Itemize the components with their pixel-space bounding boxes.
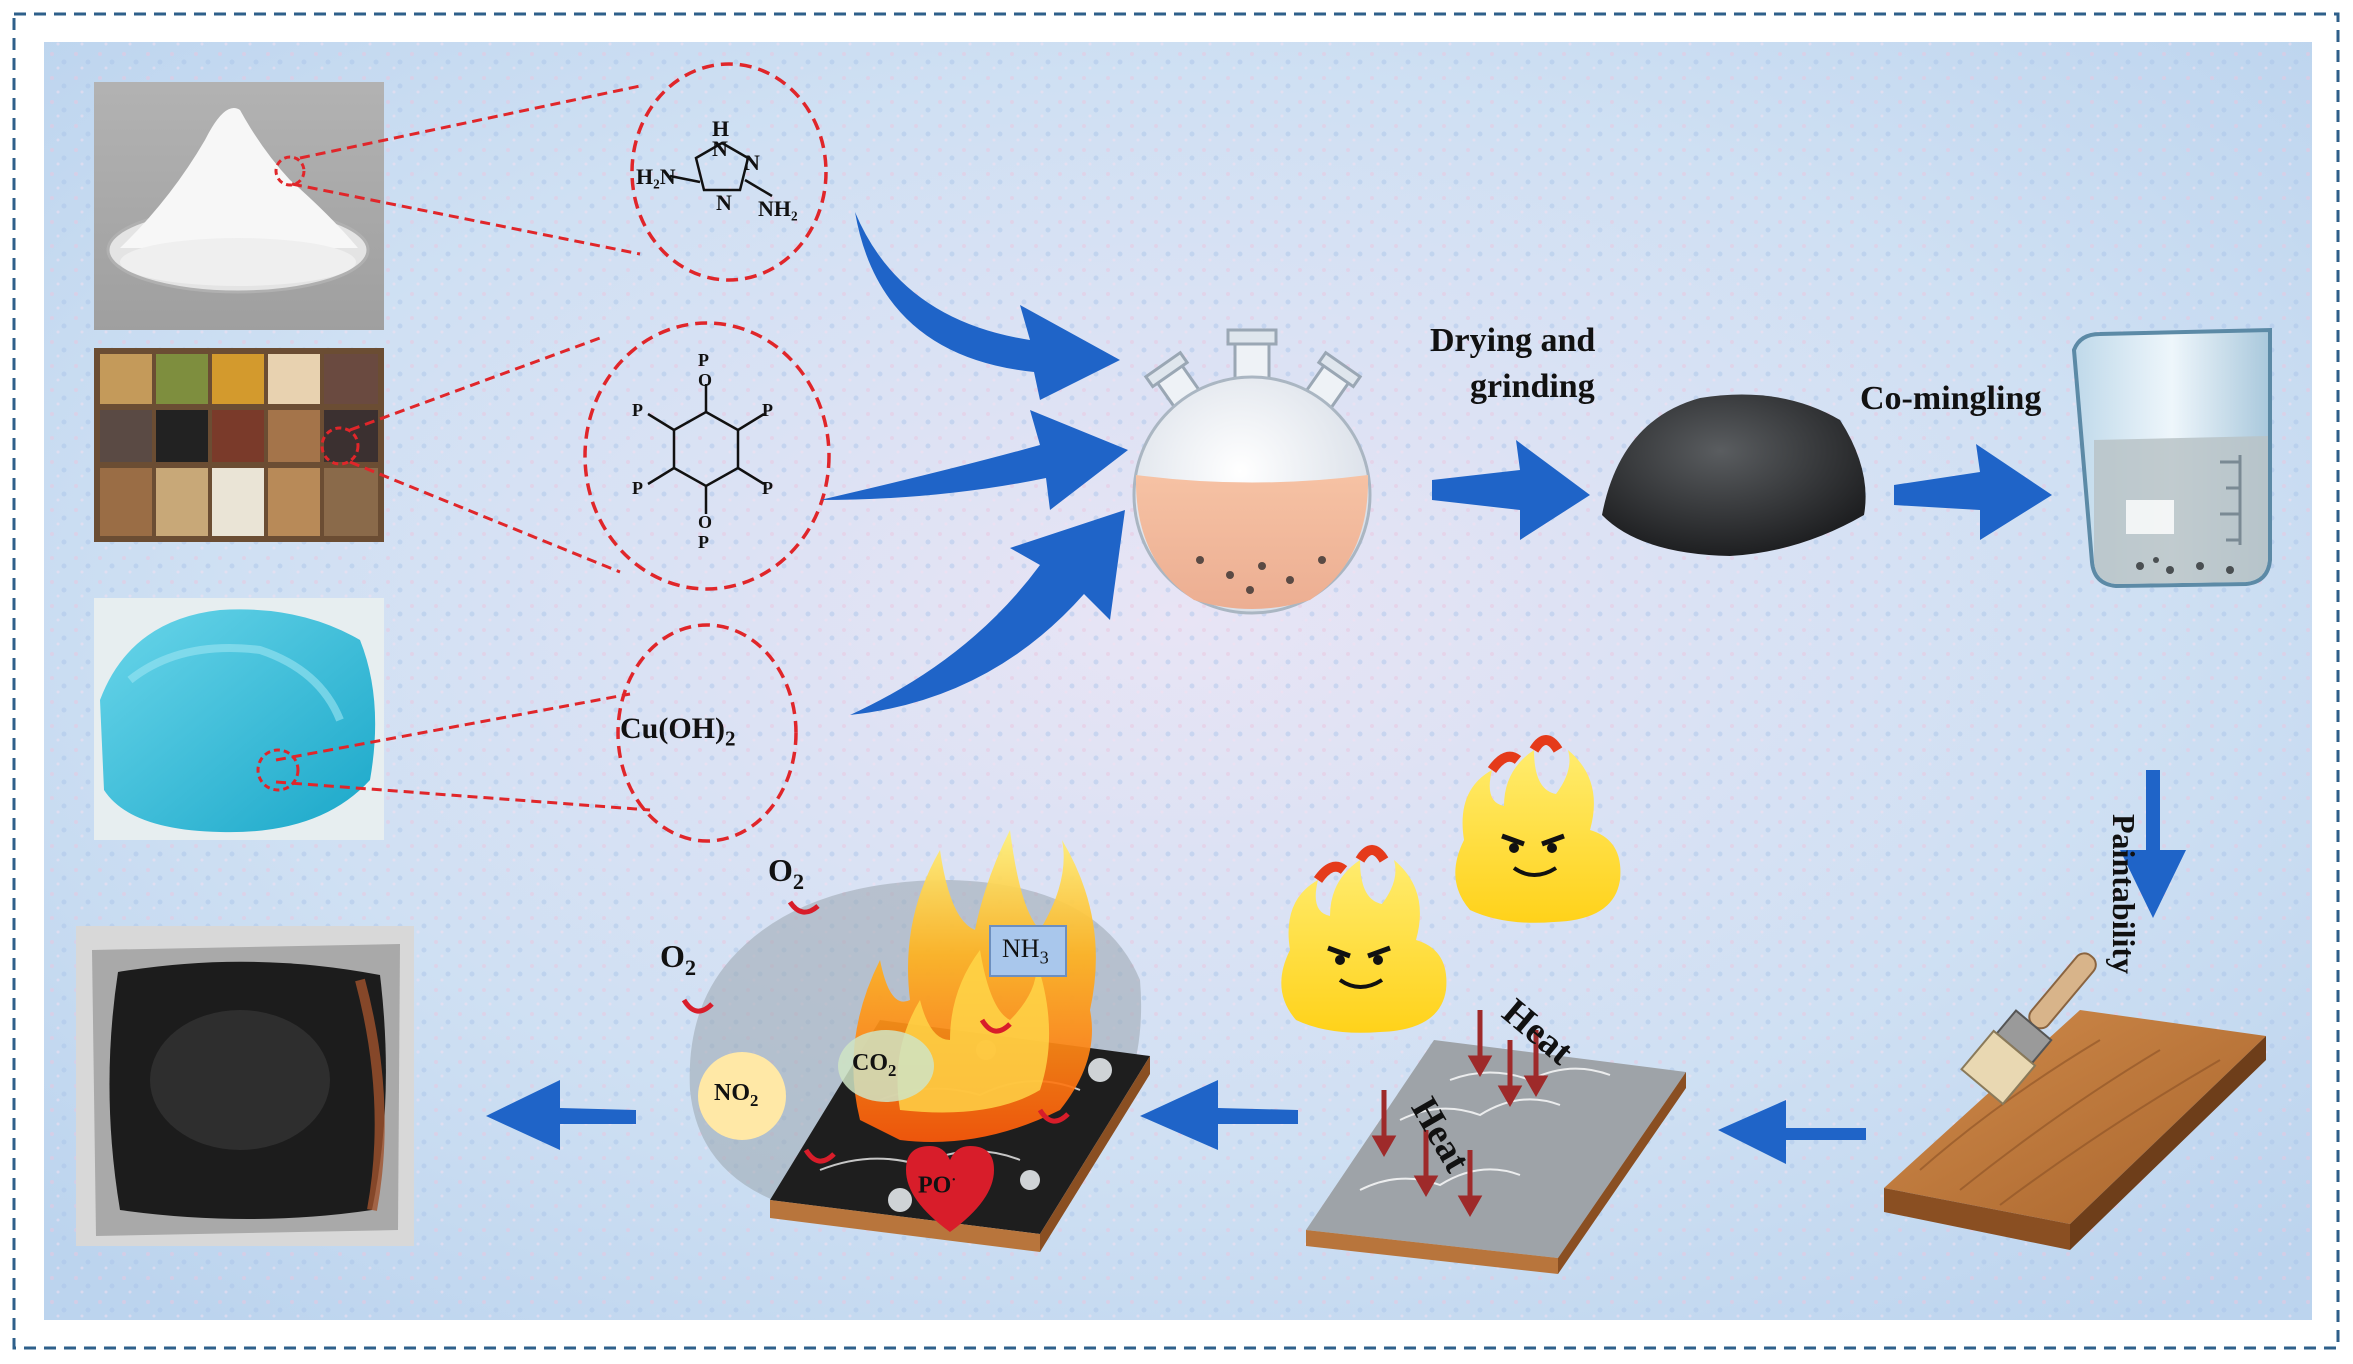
- label-po-radical: PO·: [918, 1172, 956, 1200]
- phytic-p-4: P: [698, 532, 709, 552]
- outer-dashed-frame: [12, 12, 2340, 1350]
- white-powder-photo: [94, 82, 384, 330]
- zoom-circle-phytic: [583, 321, 831, 591]
- fire-mascot-left: [1281, 845, 1447, 1033]
- po-heart: [906, 1146, 994, 1232]
- arrow-copper-to-flask: [850, 510, 1125, 715]
- paint-brush: [1960, 952, 2097, 1106]
- phytic-o-1: O: [698, 370, 713, 390]
- copper-hydroxide-photo: [94, 598, 384, 840]
- arrow-heat-to-fire: [1140, 1080, 1298, 1150]
- beaker: [2071, 327, 2272, 589]
- nh3-text: NH: [1002, 934, 1040, 963]
- label-co2: CO2: [852, 1050, 896, 1081]
- coated-board: [1306, 1010, 1686, 1274]
- co2-text: CO: [852, 1050, 888, 1076]
- label-o2-left: O2: [660, 938, 696, 981]
- triazole-structure: [669, 141, 773, 198]
- triazole-h2n: H₂N: [636, 164, 676, 189]
- label-no2: NO2: [714, 1080, 758, 1111]
- triazole-n-bottom: N: [716, 190, 732, 215]
- oxygen-swirls: [681, 900, 1070, 1164]
- po-superscript: ·: [951, 1172, 957, 1188]
- label-paintability: Paintability: [2106, 814, 2142, 975]
- label-copper-hydroxide: Cu(OH)2: [620, 712, 736, 751]
- arrow-flask-to-powder: [1432, 440, 1590, 540]
- arrow-beaker-to-wood: [2120, 770, 2186, 918]
- zoom-spot-copper: [256, 748, 300, 792]
- phytic-p-6: P: [632, 400, 643, 420]
- arrow-powder-to-flask: [855, 212, 1120, 400]
- zoom-circle-copper: [616, 623, 798, 843]
- phytic-o-4: O: [698, 512, 713, 532]
- o2-top-text: O: [768, 852, 793, 888]
- zoom-spot-powder: [274, 155, 306, 187]
- phytic-p-2: P: [762, 400, 773, 420]
- o2-top-subscript: 2: [792, 868, 805, 894]
- po-text: PO: [918, 1172, 952, 1199]
- no2-cloud: [698, 1052, 786, 1140]
- cuoh-text: Cu(OH): [620, 712, 725, 745]
- triazole-n-right: N: [744, 150, 760, 175]
- zoom-lines: [275, 84, 651, 812]
- arrow-powder-to-beaker: [1894, 444, 2052, 540]
- nh3-box: [989, 925, 1067, 977]
- o2-left-subscript: 2: [684, 954, 697, 980]
- char-residue-photo: [76, 926, 414, 1246]
- fire-mascot-right: [1455, 735, 1621, 923]
- label-o2-top: O2: [768, 852, 804, 895]
- label-grinding: grinding: [1470, 368, 1595, 405]
- nh3-subscript: 3: [1039, 947, 1049, 968]
- phytic-p-3: P: [762, 478, 773, 498]
- o2-left-text: O: [660, 938, 685, 974]
- arrow-grains-to-flask: [820, 410, 1128, 510]
- grains-photo: [94, 348, 384, 542]
- triazole-n-top: N: [712, 136, 728, 161]
- phytic-acid-structure: [647, 384, 765, 514]
- no2-text: NO: [714, 1080, 750, 1106]
- label-nh3: NH3: [1002, 934, 1049, 968]
- arrow-wood-to-heat: [1718, 1100, 1866, 1164]
- co2-subscript: 2: [888, 1060, 897, 1080]
- phytic-p-5: P: [632, 478, 643, 498]
- zoom-spot-grains: [320, 426, 360, 466]
- phytic-p-1: P: [698, 350, 709, 370]
- three-neck-flask: [1132, 328, 1372, 615]
- no2-subscript: 2: [750, 1090, 759, 1110]
- triazole-h: H: [712, 116, 730, 141]
- label-co-mingling: Co-mingling: [1860, 380, 2042, 417]
- label-drying: Drying and: [1430, 322, 1596, 359]
- wood-board: [1884, 1010, 2266, 1250]
- arrow-fire-to-char: [486, 1080, 636, 1150]
- black-powder-pile: [1602, 394, 1866, 556]
- zoom-circle-triazole: [630, 62, 828, 282]
- cuoh-subscript: 2: [725, 726, 736, 751]
- triazole-nh2: NH₂: [758, 196, 798, 221]
- co2-bubble: [838, 1030, 934, 1102]
